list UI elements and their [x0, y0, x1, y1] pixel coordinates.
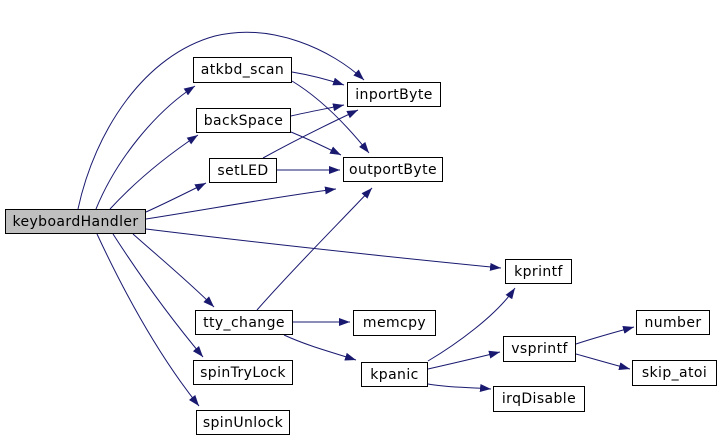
node-label: atkbd_scan	[200, 62, 285, 78]
node-label: irqDisable	[501, 391, 577, 407]
edge-vsprintf-skip_atoi	[575, 353, 631, 371]
node-label: number	[644, 314, 702, 331]
edge-atkbd_scan-inportByte	[291, 71, 345, 86]
node-label: kprintf	[514, 263, 563, 280]
edge-tty_change-outportByte	[256, 187, 373, 311]
node-label: inportByte	[355, 86, 433, 103]
node-backSpace[interactable]: backSpace	[196, 108, 291, 133]
edge-keyboardHandler-tty_change	[132, 233, 215, 308]
node-setLED[interactable]: setLED	[209, 158, 277, 183]
node-label: setLED	[217, 162, 269, 179]
node-memcpy[interactable]: memcpy	[353, 310, 436, 336]
node-keyboardHandler[interactable]: keyboardHandler	[5, 209, 146, 234]
edge-keyboardHandler-inportByte	[77, 31, 365, 210]
node-vsprintf[interactable]: vsprintf	[503, 336, 576, 362]
edge-keyboardHandler-outportByte	[145, 186, 337, 220]
edge-keyboardHandler-setLED	[145, 182, 207, 213]
node-label: tty_change	[203, 314, 285, 331]
node-outportByte[interactable]: outportByte	[343, 157, 443, 182]
edge-setLED-inportByte	[262, 109, 359, 159]
edge-keyboardHandler-backSpace	[109, 134, 199, 210]
node-tty_change[interactable]: tty_change	[195, 310, 293, 335]
node-label: kpanic	[370, 366, 419, 383]
node-kprintf[interactable]: kprintf	[505, 259, 572, 284]
node-spinTryLock[interactable]: spinTryLock	[193, 360, 293, 385]
edge-kpanic-vsprintf	[427, 350, 501, 370]
node-label: spinTryLock	[200, 364, 286, 381]
edge-kpanic-irqDisable	[427, 383, 492, 392]
node-label: backSpace	[203, 112, 284, 129]
node-label: memcpy	[362, 315, 427, 331]
edge-backSpace-inportByte	[290, 103, 345, 117]
edge-keyboardHandler-kprintf	[145, 228, 502, 271]
node-label: vsprintf	[511, 341, 568, 357]
edge-tty_change-kpanic	[283, 334, 357, 361]
edge-keyboardHandler-spinUnlock	[96, 233, 200, 407]
edge-vsprintf-number	[575, 326, 635, 345]
node-label: spinUnlock	[202, 414, 284, 431]
node-label: keyboardHandler	[12, 213, 139, 230]
node-skip_atoi[interactable]: skip_atoi	[632, 360, 717, 386]
node-inportByte[interactable]: inportByte	[347, 82, 441, 107]
node-atkbd_scan[interactable]: atkbd_scan	[193, 57, 292, 83]
edge-keyboardHandler-atkbd_scan	[95, 85, 196, 210]
edge-keyboardHandler-spinTryLock	[112, 233, 204, 358]
node-irqDisable[interactable]: irqDisable	[493, 386, 585, 412]
node-kpanic[interactable]: kpanic	[361, 362, 428, 387]
edge-atkbd_scan-outportByte	[291, 80, 370, 154]
node-label: outportByte	[348, 161, 438, 178]
edge-backSpace-outportByte	[290, 131, 342, 156]
node-number[interactable]: number	[636, 310, 710, 335]
edge-kpanic-kprintf	[427, 287, 516, 362]
node-label: skip_atoi	[641, 365, 708, 381]
node-spinUnlock[interactable]: spinUnlock	[196, 410, 290, 435]
